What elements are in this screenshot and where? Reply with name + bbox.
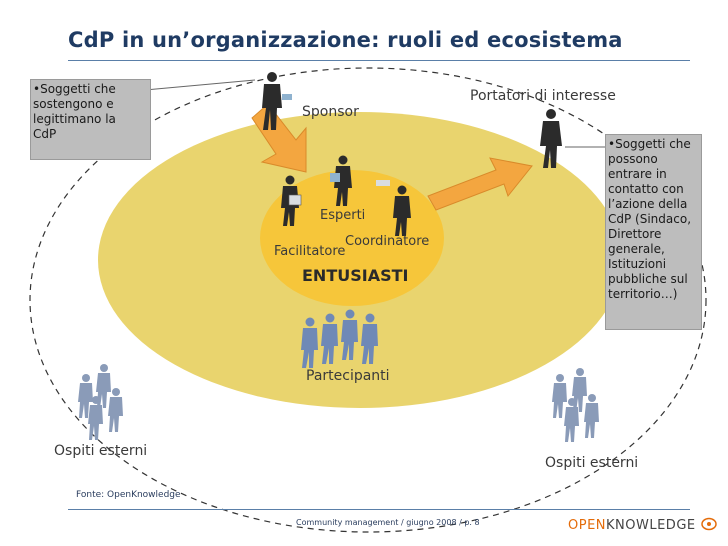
- title-divider: [68, 60, 690, 61]
- left-callout-connector: [144, 79, 256, 91]
- external-guests-left: [78, 364, 123, 440]
- logo-open: OPEN: [568, 518, 607, 533]
- participant-figures: [301, 309, 378, 368]
- sponsor-label: Sponsor: [302, 104, 359, 120]
- logo-icon: [701, 517, 717, 531]
- stakeholder-figure: [540, 109, 562, 168]
- external-guests-right-label: Ospiti esterni: [545, 455, 639, 471]
- source-note: Fonte: OpenKnowledge: [76, 490, 181, 500]
- enthusiasts-label: ENTUSIASTI: [302, 266, 409, 285]
- participants-label: Partecipanti: [306, 368, 390, 384]
- external-guests-right: [552, 368, 599, 442]
- facilitator-label: Facilitatore: [274, 244, 346, 259]
- ecosystem-dashed-ring: [29, 67, 707, 533]
- slide-footer: Community management / giugno 2008 / p. …: [296, 518, 480, 527]
- footer-divider: [68, 509, 690, 510]
- external-guests-left-label: Ospiti esterni: [54, 443, 148, 459]
- stakeholder-arrow: [427, 157, 533, 211]
- contacts-callout: •Soggetti che possono entrare in contatt…: [605, 134, 702, 330]
- slide-title: CdP in un’organizzazione: ruoli ed ecosi…: [68, 28, 623, 52]
- stakeholders-label: Portatori di interesse: [470, 88, 616, 104]
- logo-knowledge: KNOWLEDGE: [606, 518, 696, 533]
- coordinator-label: Coordinatore: [345, 234, 430, 249]
- openknowledge-logo: OPENKNOWLEDGE: [568, 517, 718, 533]
- sponsor-figure: [262, 72, 292, 130]
- expert-figures: [281, 155, 411, 236]
- supporters-callout: •Soggetti che sostengono e legittimano l…: [30, 79, 151, 160]
- experts-label: Esperti: [320, 208, 366, 223]
